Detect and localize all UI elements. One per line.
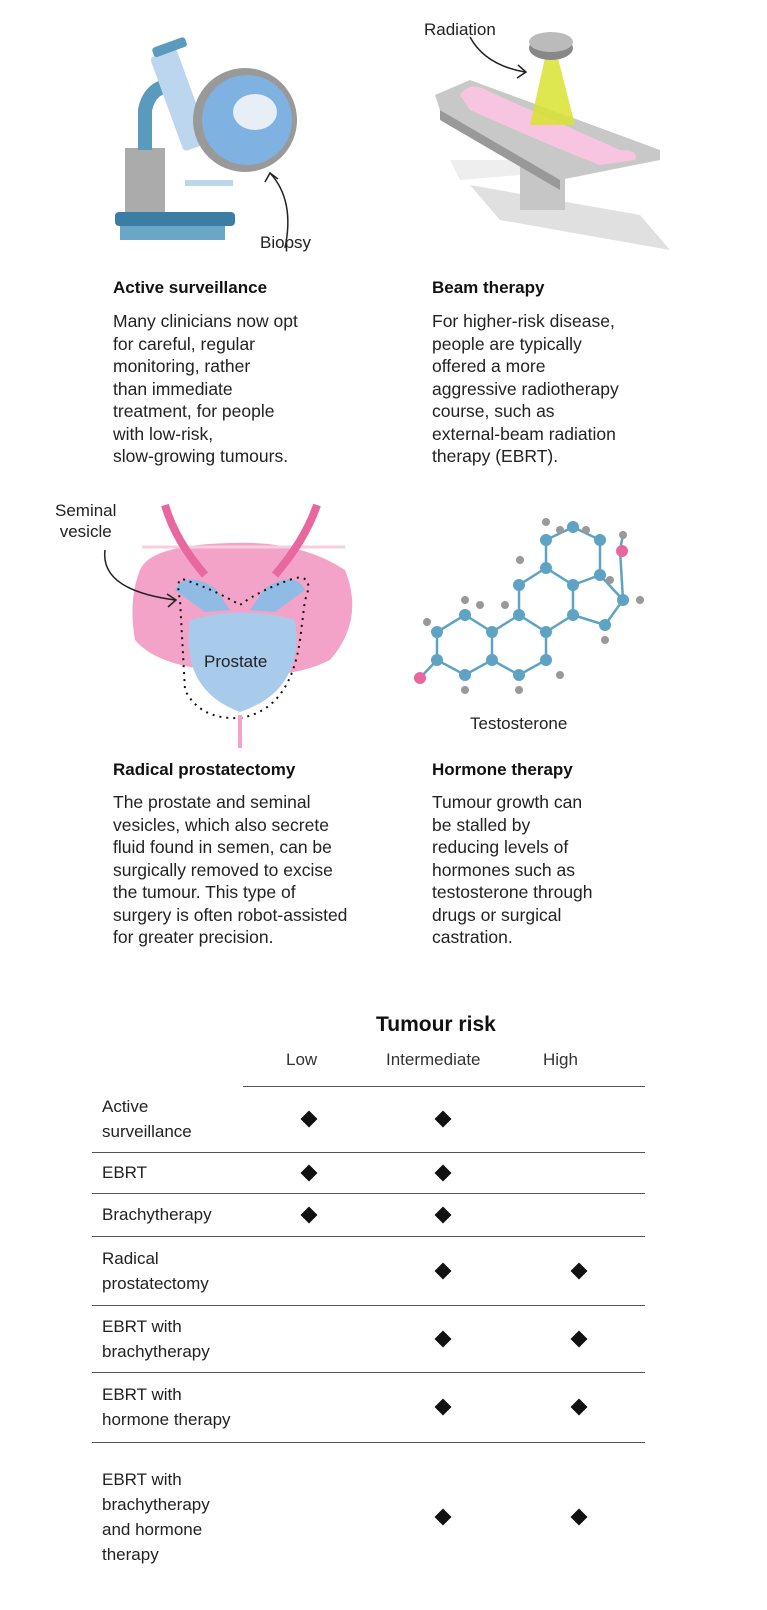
row-divider <box>92 1305 645 1306</box>
row-divider <box>92 1152 645 1153</box>
biopsy-label: Biopsy <box>260 233 312 252</box>
row-label: Radical prostatectomy <box>102 1248 209 1293</box>
testosterone-label: Testosterone <box>470 714 568 733</box>
row-label: Active surveillance <box>102 1097 192 1141</box>
diamond-marker-intermediate <box>434 1164 452 1181</box>
diamond-marker-intermediate <box>434 1398 452 1416</box>
panel-text-beam-therapy: For higher-risk disease, people are typi… <box>432 311 619 466</box>
radiation-label: Radiation <box>424 20 496 39</box>
panel-title-radical-prostatectomy: Radical prostatectomy <box>113 760 296 779</box>
column-header-low: Low <box>286 1050 318 1069</box>
row-divider <box>92 1236 645 1237</box>
diamond-marker-high <box>570 1262 588 1279</box>
seminal-vesicle-label: Seminal vesicle <box>55 501 117 541</box>
diamond-marker-high <box>570 1398 588 1416</box>
table-title: Tumour risk <box>376 1013 496 1036</box>
panel-text-radical-prostatectomy: The prostate and seminal vesicles, which… <box>113 792 348 947</box>
diamond-marker-intermediate <box>434 1110 452 1128</box>
diamond-marker-high <box>570 1508 588 1526</box>
panel-text-active-surveillance: Many clinicians now opt for careful, reg… <box>113 311 298 466</box>
diamond-marker-intermediate <box>434 1262 452 1279</box>
prostate-label: Prostate <box>204 652 268 671</box>
diamond-marker-low <box>300 1164 318 1181</box>
diamond-marker-intermediate <box>434 1206 452 1223</box>
panel-title-active-surveillance: Active surveillance <box>113 278 268 297</box>
microscope-illustration <box>115 32 670 250</box>
row-label: EBRT with brachytherapy and hormone ther… <box>102 1470 210 1564</box>
row-label: EBRT with brachytherapy <box>102 1316 210 1361</box>
diamond-marker-low <box>300 1110 318 1128</box>
diamond-marker-low <box>300 1206 318 1223</box>
diamond-marker-intermediate <box>434 1330 452 1347</box>
prostate-illustration <box>104 503 644 748</box>
column-header-intermediate: Intermediate <box>386 1050 481 1069</box>
row-label: EBRT <box>102 1163 148 1182</box>
row-label: Brachytherapy <box>102 1205 212 1224</box>
diamond-marker-high <box>570 1330 588 1347</box>
row-label: EBRT with hormone therapy <box>102 1385 231 1429</box>
diamond-marker-intermediate <box>434 1508 452 1526</box>
row-divider <box>92 1442 645 1443</box>
panel-text-hormone-therapy: Tumour growth can be stalled by reducing… <box>432 792 593 947</box>
header-divider <box>243 1086 645 1087</box>
row-divider <box>92 1372 645 1373</box>
row-divider <box>92 1193 645 1194</box>
column-header-high: High <box>543 1050 578 1069</box>
panel-title-hormone-therapy: Hormone therapy <box>432 760 573 779</box>
panel-title-beam-therapy: Beam therapy <box>432 278 545 297</box>
